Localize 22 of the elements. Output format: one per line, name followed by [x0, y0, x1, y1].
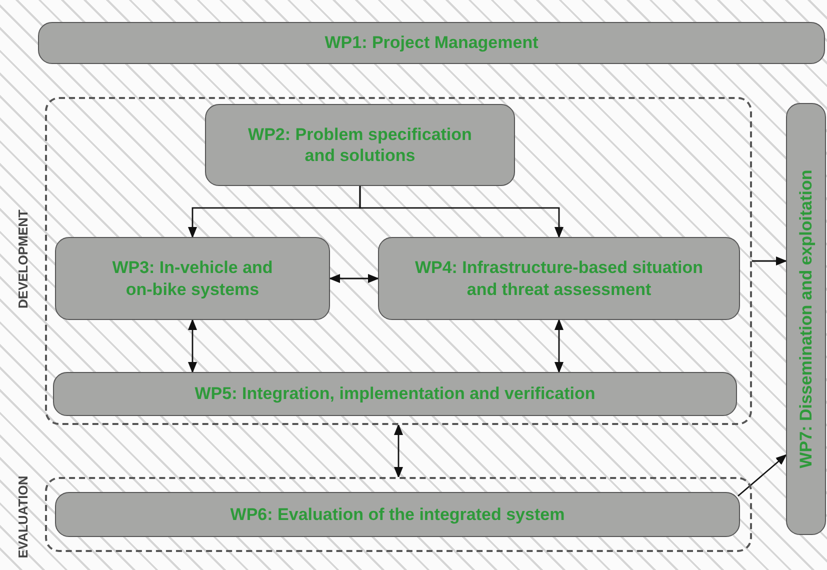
box-label: WP3: In-vehicle and on-bike systems — [111, 257, 274, 300]
work-package-box — [38, 22, 825, 64]
arrow — [752, 256, 786, 266]
arrow — [188, 320, 197, 372]
phase-label: DEVELOPMENT — [16, 210, 30, 308]
work-package-box — [786, 103, 826, 535]
box-label: WP6: Evaluation of the integrated system — [230, 504, 565, 526]
box-label: WP4: Infrastructure-based situation and threat assessment — [414, 257, 704, 300]
work-package-box — [205, 104, 515, 186]
arrow — [359, 186, 564, 238]
box-label: WP2: Problem specification and solutions — [247, 124, 473, 166]
arrow — [330, 274, 378, 283]
arrow — [554, 320, 564, 372]
work-package-box — [55, 237, 330, 320]
arrow — [394, 424, 403, 478]
box-label: WP5: Integration, implementation and verification — [194, 383, 596, 405]
phase-label: EVALUATION — [16, 476, 30, 558]
work-package-box — [378, 237, 740, 320]
box-label: WP7: Dissemination and exploitation — [795, 170, 816, 468]
work-package-box — [53, 372, 737, 416]
box-label: WP1: Project Management — [324, 32, 538, 54]
work-package-box — [55, 492, 740, 537]
